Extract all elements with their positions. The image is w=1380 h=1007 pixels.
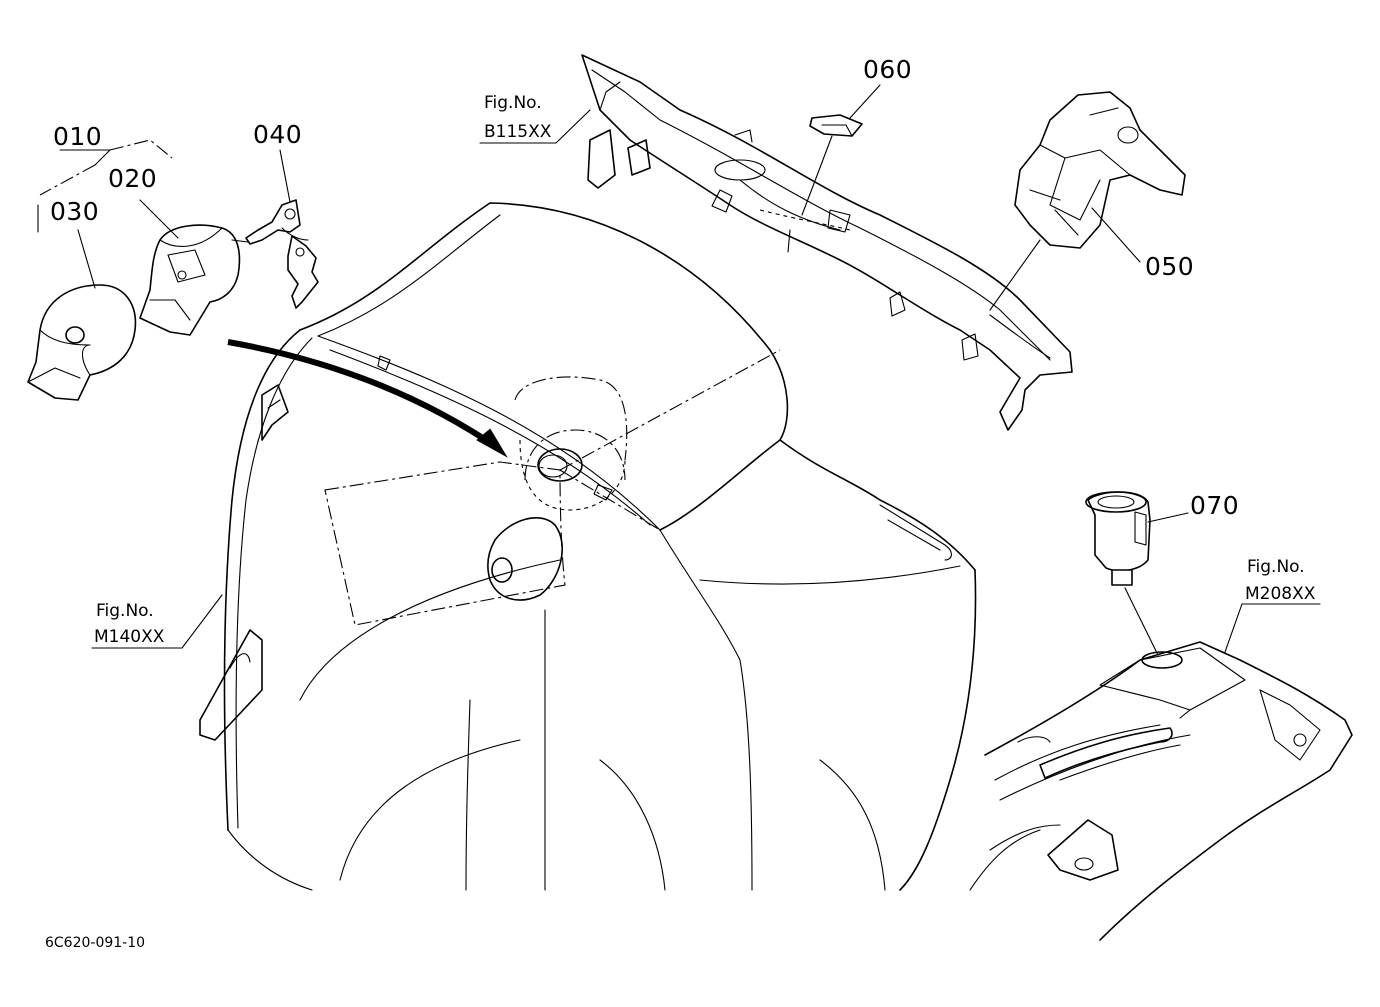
label-050: 050 [1145, 252, 1194, 281]
right-console-drawing [969, 641, 1353, 941]
fig-ref-b115-line1: Fig.No. [484, 93, 542, 113]
label-020: 020 [108, 164, 157, 193]
label-030: 030 [50, 197, 99, 226]
fig-ref-b115-line2: B115XX [484, 122, 552, 142]
fig-ref-m208-line1: Fig.No. [1247, 557, 1305, 577]
part-030-switch-housing [27, 284, 137, 401]
front-cover-drawing [199, 202, 977, 891]
part-060-cap [809, 114, 863, 137]
fig-ref-m208-line2: M208XX [1245, 584, 1316, 604]
part-040-keys [245, 199, 319, 309]
fig-ref-m140-line1: Fig.No. [96, 601, 154, 621]
leader-lines [37, 84, 1321, 656]
assembly-arrow [227, 339, 508, 458]
label-070: 070 [1190, 491, 1239, 520]
part-labels: 010 020 030 040 050 060 070 [50, 55, 1239, 520]
label-060: 060 [863, 55, 912, 84]
part-050-ignition-switch [1014, 91, 1186, 249]
fig-ref-m140-line2: M140XX [94, 627, 165, 647]
label-010: 010 [53, 122, 102, 151]
figure-references: Fig.No. B115XX Fig.No. M140XX Fig.No. M2… [94, 93, 1316, 647]
part-070-socket [1085, 491, 1151, 586]
drawing-code: 6C620-091-10 [45, 935, 145, 951]
label-040: 040 [253, 120, 302, 149]
top-panel-drawing [581, 54, 1073, 431]
part-020-cylinder-bracket [139, 224, 249, 336]
